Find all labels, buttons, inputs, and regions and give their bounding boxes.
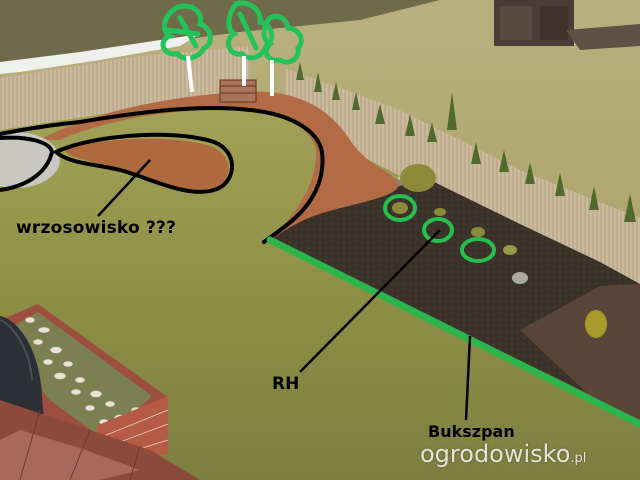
rh-marker-circles (383, 194, 496, 263)
snow-patch (0, 34, 200, 74)
hillside (0, 0, 440, 70)
terrace (0, 400, 200, 480)
tree-sketch-3 (261, 13, 304, 65)
site-watermark: ogrodowisko.pl (420, 440, 586, 468)
heath-pointer-line (97, 159, 151, 217)
soil-bed (270, 180, 640, 420)
soil-bed-mulch-corner (520, 284, 640, 420)
stairs (219, 79, 257, 103)
shrubs (392, 164, 607, 338)
conifer-row (296, 62, 636, 222)
tree-sketch-1 (160, 3, 213, 61)
watermark-tld: .pl (570, 451, 587, 466)
brick-planter (0, 304, 169, 461)
rh-pointer-line (299, 229, 441, 373)
heath-annotation-label: wrzosowisko ??? (16, 218, 177, 238)
watermark-main: ogrodowisko (420, 440, 571, 468)
lawn (0, 92, 640, 480)
reed-fence-right (285, 68, 640, 286)
outline-black-circle (0, 135, 55, 192)
tree-trunk-1 (186, 55, 194, 93)
gazebo (494, 0, 640, 50)
outline-heath-bed (52, 132, 234, 194)
boxwood-line (266, 236, 640, 428)
tree-sketch-2 (225, 0, 275, 61)
rattan-chair (0, 316, 44, 430)
boxwood-pointer-line (464, 335, 472, 421)
outline-black-path (0, 105, 325, 244)
boxwood-annotation-label: Bukszpan (428, 422, 515, 441)
rh-annotation-label: RH (272, 374, 300, 394)
